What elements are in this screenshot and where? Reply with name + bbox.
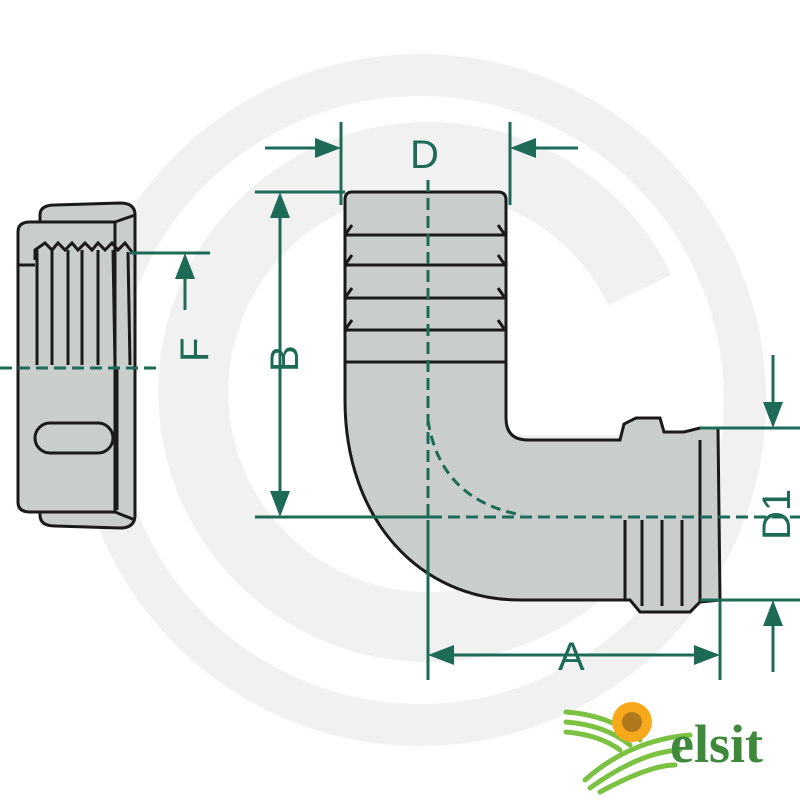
dimension-label-b: B [263, 345, 307, 372]
dimension-label-a: A [558, 635, 585, 679]
logo-swooshes [563, 709, 693, 795]
hose-elbow [343, 190, 722, 614]
dimension-label-f: F [173, 338, 217, 362]
sunflower-icon [612, 702, 652, 742]
dimension-label-d: D [410, 133, 439, 177]
elsit-logo: elsit [563, 702, 763, 795]
dimension-lines [0, 122, 800, 680]
dimension-arrowheads [175, 138, 783, 665]
logo-text: elsit [670, 714, 763, 774]
union-nut [16, 201, 137, 530]
dimension-label-d1: D1 [755, 489, 799, 540]
